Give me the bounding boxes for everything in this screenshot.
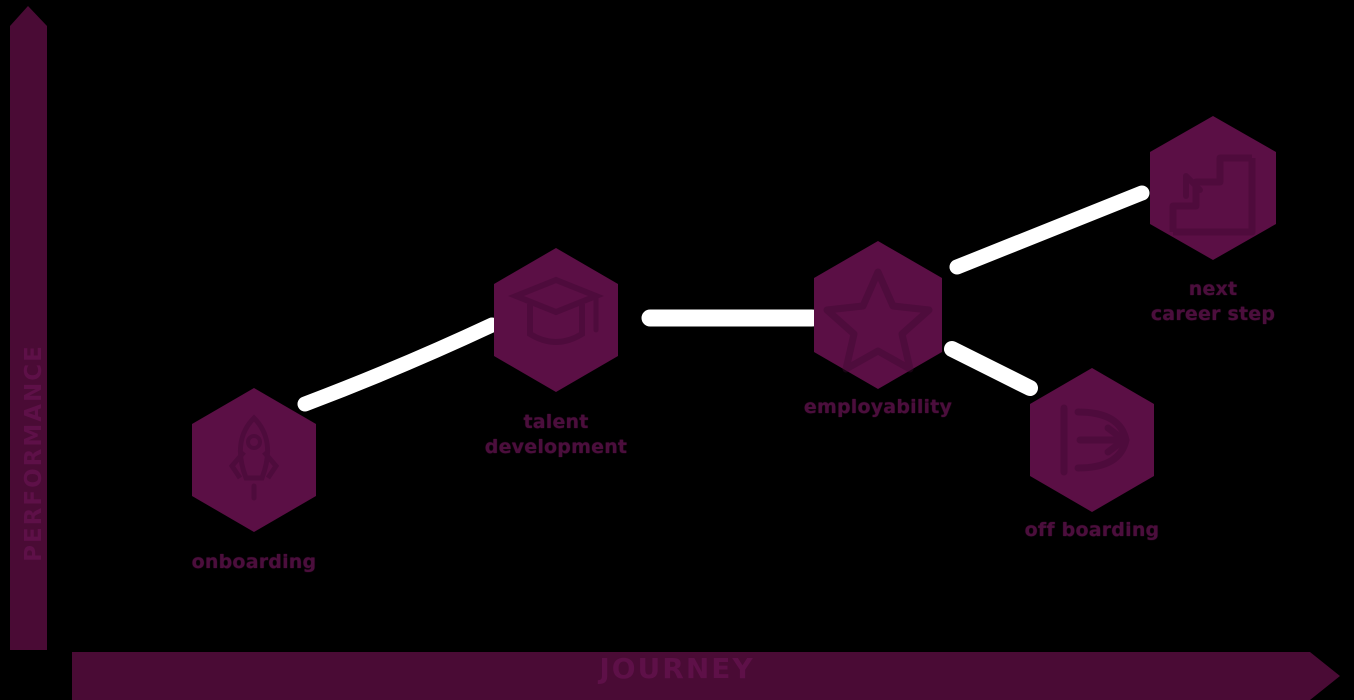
node-talent-development[interactable] <box>494 248 618 392</box>
node-onboarding[interactable] <box>192 388 316 532</box>
connector-onboarding-to-talent <box>297 317 500 412</box>
rocket-icon <box>228 414 280 501</box>
node-off-boarding[interactable] <box>1030 368 1154 512</box>
stairs-up-icon <box>1169 154 1256 236</box>
axis-group <box>10 6 1340 700</box>
node-employability[interactable] <box>814 241 942 389</box>
node-next-career-step[interactable] <box>1150 116 1276 260</box>
connector-group <box>297 185 1150 412</box>
graduation-cap-icon <box>507 276 605 345</box>
y-axis-bar <box>10 6 47 650</box>
node-off-boarding-hexagon[interactable] <box>1030 368 1154 512</box>
exit-arrow-icon <box>1060 404 1130 476</box>
x-axis-bar <box>72 652 1340 700</box>
node-employability-hexagon[interactable] <box>814 241 942 389</box>
star-icon <box>823 268 933 373</box>
node-next-career-step-hexagon[interactable] <box>1150 116 1276 260</box>
node-talent-development-hexagon[interactable] <box>494 248 618 392</box>
node-onboarding-hexagon[interactable] <box>192 388 316 532</box>
connector-employability-to-off-boarding <box>944 341 1038 396</box>
connector-employability-to-next-career-step <box>949 185 1150 275</box>
